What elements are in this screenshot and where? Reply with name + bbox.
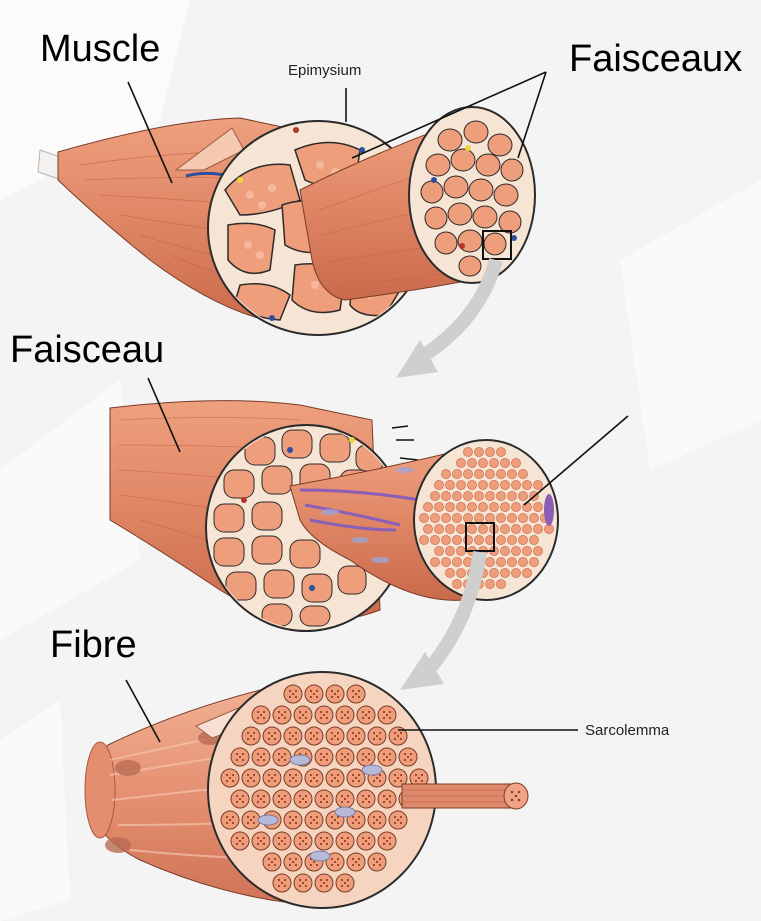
label-epimysium: Epimysium bbox=[288, 63, 361, 78]
extracted-myofibril bbox=[402, 783, 528, 809]
label-sarcolemma: Sarcolemma bbox=[585, 723, 669, 738]
label-fibre: Fibre bbox=[50, 626, 137, 664]
fascicle-illustration bbox=[110, 401, 558, 631]
muscle-illustration bbox=[38, 107, 535, 335]
label-muscle: Muscle bbox=[40, 30, 160, 68]
label-faisceaux: Faisceaux bbox=[569, 40, 742, 78]
fibre-illustration bbox=[85, 672, 528, 908]
label-faisceau: Faisceau bbox=[10, 331, 164, 369]
